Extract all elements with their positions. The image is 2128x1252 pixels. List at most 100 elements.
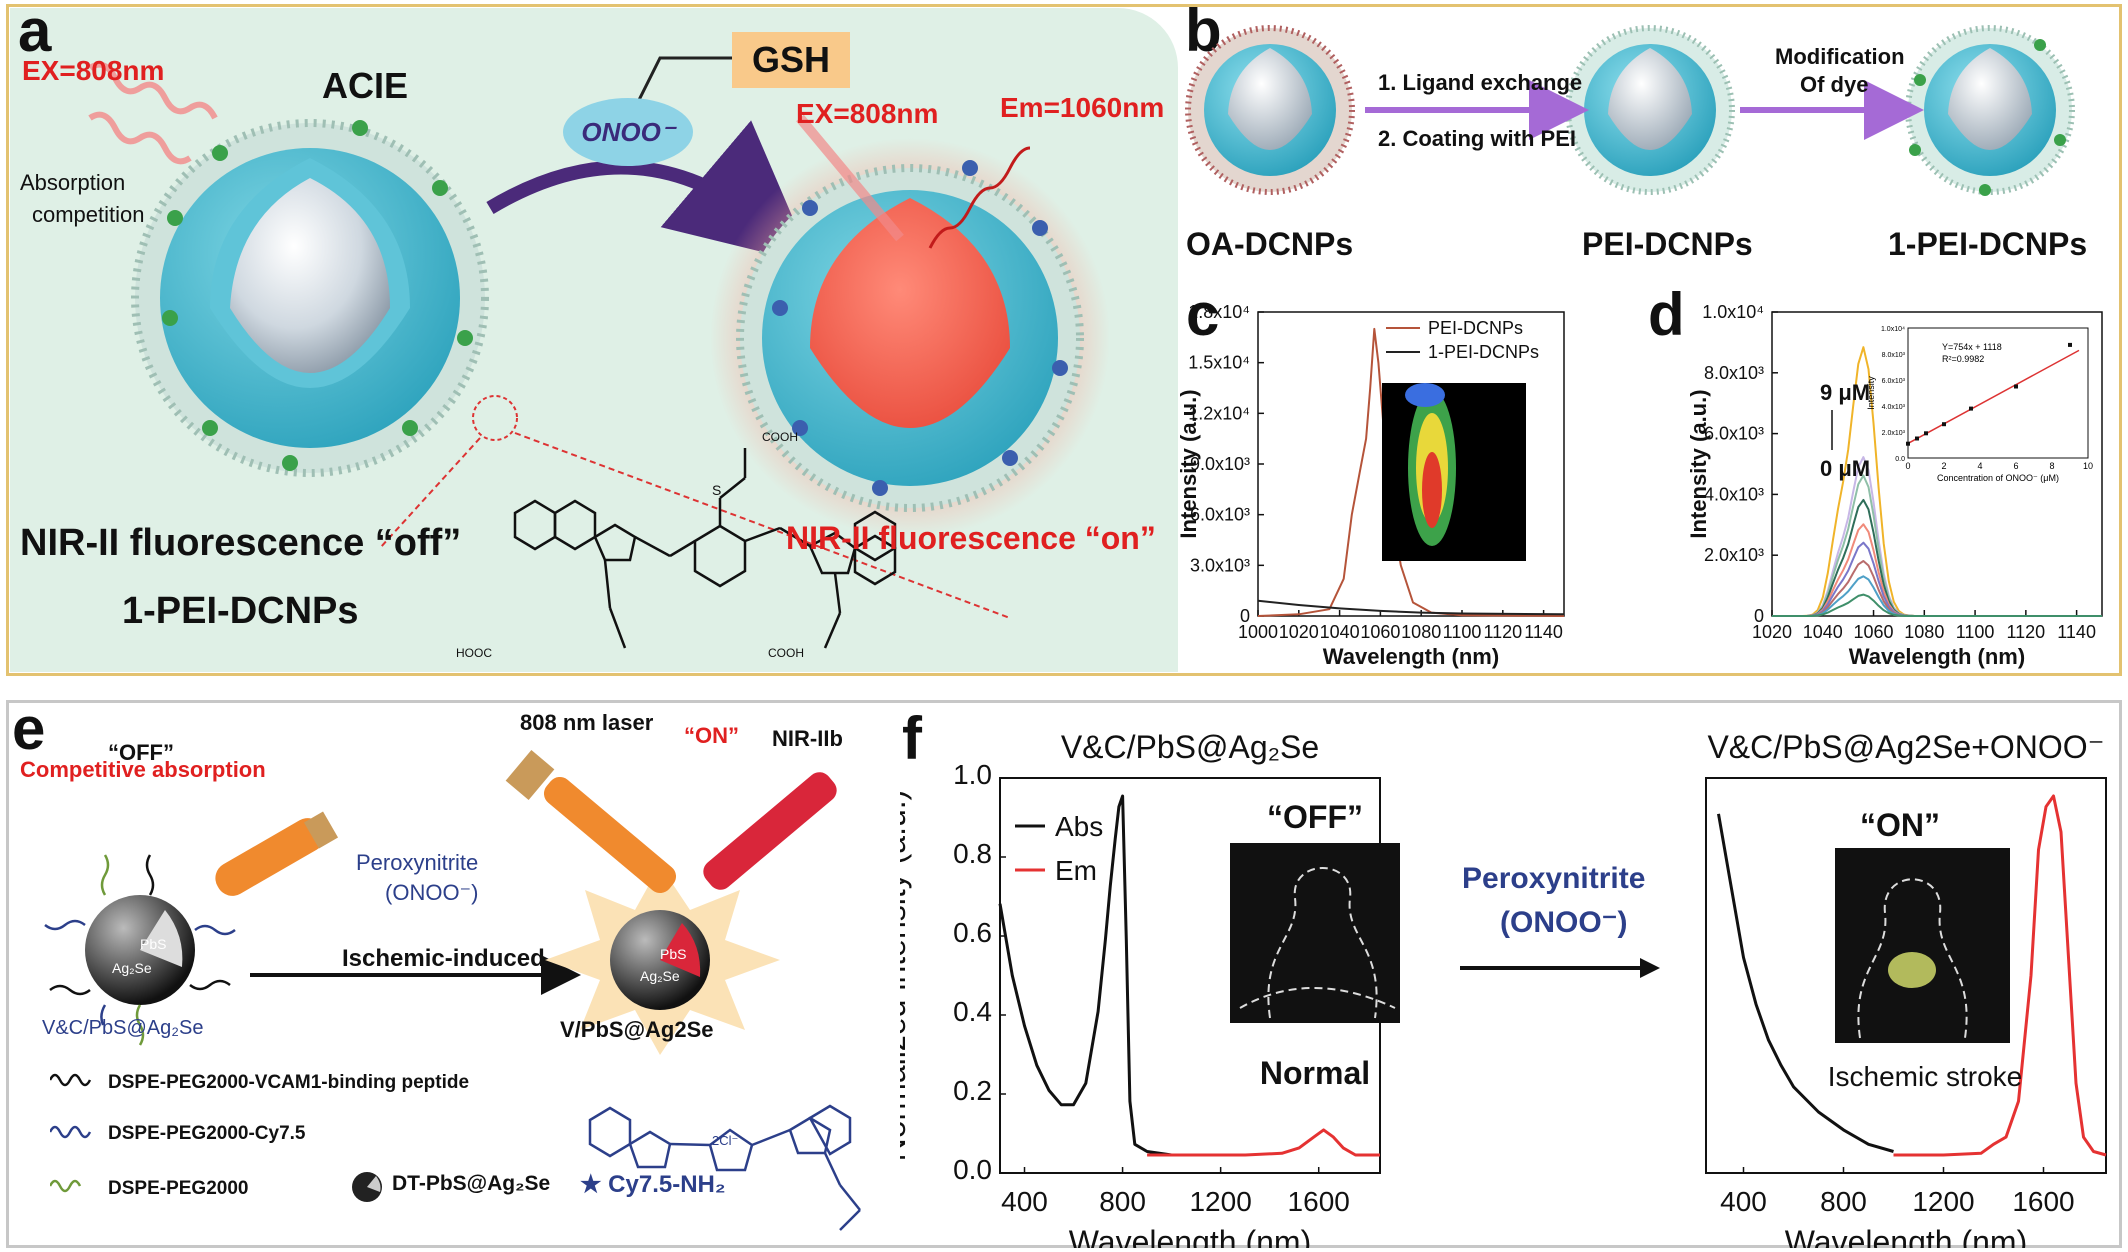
y-axis-label: Intensity (a.u.) bbox=[1180, 389, 1201, 538]
x-tick-label: 1200 bbox=[1912, 1186, 1974, 1217]
x-tick-label: 400 bbox=[1720, 1186, 1767, 1217]
cooh-top: COOH bbox=[762, 430, 798, 444]
fluorescence-off-label: NIR-II fluorescence “off” bbox=[20, 522, 462, 564]
y-axis-label: Intensity (a.u.) bbox=[1690, 389, 1711, 538]
panel-label-c: c bbox=[1186, 281, 1220, 348]
inset-y-tick: 8.0x10³ bbox=[1882, 352, 1906, 359]
x-tick-label: 1000 bbox=[1238, 622, 1278, 642]
x-tick-label: 1060 bbox=[1360, 622, 1400, 642]
legend-dt-pbs: DT-PbS@Ag₂Se bbox=[392, 1172, 551, 1195]
fluorescence-on-label: NIR-II fluorescence “on” bbox=[786, 520, 1156, 556]
x-tick-label: 1120 bbox=[2006, 622, 2045, 642]
inset-x-tick: 4 bbox=[1977, 461, 1982, 471]
x-axis-label: Wavelength (nm) bbox=[1323, 644, 1499, 669]
f-right-inset bbox=[1835, 848, 2010, 1043]
inset-fit-line bbox=[1907, 349, 2080, 445]
inset-y-tick: 0.0 bbox=[1895, 456, 1905, 463]
transform-arrow bbox=[486, 120, 813, 265]
inset-blob bbox=[1405, 383, 1445, 407]
cy75-structure bbox=[588, 1104, 861, 1231]
peroxynitrite-label: Peroxynitrite bbox=[356, 850, 479, 875]
f-right-inset-caption: Ischemic stroke bbox=[1828, 1061, 2023, 1092]
y-tick-label: 0.0 bbox=[953, 1154, 992, 1185]
x-tick-label: 1020 bbox=[1752, 622, 1792, 642]
cyanine-structure bbox=[513, 448, 897, 649]
inset-y-tick: 6.0x10³ bbox=[1882, 378, 1906, 385]
off-label: “OFF” bbox=[108, 740, 174, 765]
y-tick-label: 4.0x10³ bbox=[1704, 484, 1764, 504]
y-tick-label: 0.4 bbox=[953, 996, 992, 1027]
legend-peg: DSPE-PEG2000 bbox=[108, 1178, 249, 1199]
annotation-0um: 0 μM bbox=[1820, 456, 1870, 481]
ag2se-label-on: Ag₂Se bbox=[640, 968, 680, 984]
series-line bbox=[1772, 593, 2102, 617]
pbs-label-off: PbS bbox=[140, 936, 167, 952]
ischemic-induced-label: Ischemic-induced bbox=[342, 945, 545, 972]
y-tick-label: 0.8 bbox=[953, 838, 992, 869]
x-tick-label: 1120 bbox=[1483, 622, 1522, 642]
x-tick-label: 1060 bbox=[1854, 622, 1894, 642]
panel-label-d: d bbox=[1648, 281, 1685, 348]
inset-y-label: Intensity bbox=[1866, 376, 1876, 410]
x-tick-label: 1140 bbox=[2057, 622, 2096, 642]
legend-symbols bbox=[50, 1073, 92, 1193]
y-tick-label: 8.0x10³ bbox=[1704, 363, 1764, 383]
x-tick-label: 1600 bbox=[2012, 1186, 2074, 1217]
inset-y-tick: 1.0x10⁴ bbox=[1881, 326, 1905, 333]
excitation-left: EX=808nm bbox=[22, 55, 165, 86]
y-tick-label: 1.5x10⁴ bbox=[1188, 353, 1250, 373]
x-axis-label: Wavelength (nm) bbox=[1849, 644, 2025, 669]
inset-point bbox=[1915, 436, 1919, 441]
x-tick-label: 1080 bbox=[1401, 622, 1441, 642]
x-axis-label: Wavelength (nm) bbox=[1785, 1224, 2027, 1248]
series-line bbox=[998, 794, 1172, 1157]
x-tick-label: 1600 bbox=[1288, 1186, 1350, 1217]
y-tick-label: 1.8x10⁴ bbox=[1188, 302, 1250, 322]
f-left-inset-title: “OFF” bbox=[1267, 799, 1363, 835]
bottom-frame bbox=[6, 700, 2122, 1248]
f-right-hotspot bbox=[1888, 952, 1936, 988]
step1-label: 1. Ligand exchange bbox=[1378, 70, 1583, 95]
inset-x-tick: 2 bbox=[1941, 461, 1946, 471]
oa-dcnp bbox=[1185, 25, 1355, 195]
onoo-label: (ONOO⁻) bbox=[385, 880, 479, 905]
legend-label: 1-PEI-DCNPs bbox=[1428, 342, 1539, 362]
dt-pbs-icon bbox=[352, 1172, 382, 1202]
x-tick-label: 800 bbox=[1099, 1186, 1146, 1217]
cy75-nh2-label: ★ Cy7.5-NH₂ bbox=[580, 1171, 726, 1198]
of-dye-label: Of dye bbox=[1800, 72, 1869, 97]
f-arrow-peroxynitrite: Peroxynitrite bbox=[1462, 862, 1646, 895]
absorption-label: Absorption bbox=[20, 170, 126, 195]
sulfur-label: S bbox=[712, 482, 722, 498]
v-label: V/PbS@Ag2Se bbox=[560, 1017, 714, 1042]
inset-y-tick: 2.0x10³ bbox=[1882, 430, 1906, 437]
series-line bbox=[1257, 599, 1565, 616]
x-tick-label: 1040 bbox=[1320, 622, 1360, 642]
hooc-left: HOOC bbox=[456, 646, 492, 660]
inset-r2: R²=0.9982 bbox=[1942, 354, 1984, 364]
inset-point bbox=[1942, 422, 1946, 427]
panel-label-e: e bbox=[12, 695, 46, 762]
particle-name-label: 1-PEI-DCNPs bbox=[122, 590, 359, 632]
x-tick-label: 1100 bbox=[1443, 622, 1482, 642]
x-tick-label: 1080 bbox=[1904, 622, 1944, 642]
f-left-inset bbox=[1230, 843, 1400, 1023]
y-tick-label: 1.0 bbox=[953, 759, 992, 790]
ag2se-label-off: Ag₂Se bbox=[112, 960, 152, 976]
on-label: “ON” bbox=[684, 723, 739, 748]
x-tick-label: 1040 bbox=[1803, 622, 1843, 642]
y-tick-label: 6.0x10³ bbox=[1704, 424, 1764, 444]
inset-y-tick: 4.0x10³ bbox=[1882, 404, 1906, 411]
f-left-title: V&C/PbS@Ag₂Se bbox=[1061, 729, 1319, 765]
y-tick-label: 1.0x10⁴ bbox=[1702, 302, 1764, 322]
f-arrow-onoo: (ONOO⁻) bbox=[1500, 906, 1628, 939]
y-tick-label: 0 bbox=[1240, 606, 1250, 626]
modification-label: Modification bbox=[1775, 44, 1905, 69]
y-tick-label: 1.2x10⁴ bbox=[1188, 403, 1250, 423]
inset-equation: Y=754x + 1118 bbox=[1942, 342, 2002, 352]
step2-label: 2. Coating with PEI bbox=[1378, 126, 1577, 151]
emission-label: Em=1060nm bbox=[1000, 92, 1165, 123]
inset-x-tick: 8 bbox=[2049, 461, 2054, 471]
